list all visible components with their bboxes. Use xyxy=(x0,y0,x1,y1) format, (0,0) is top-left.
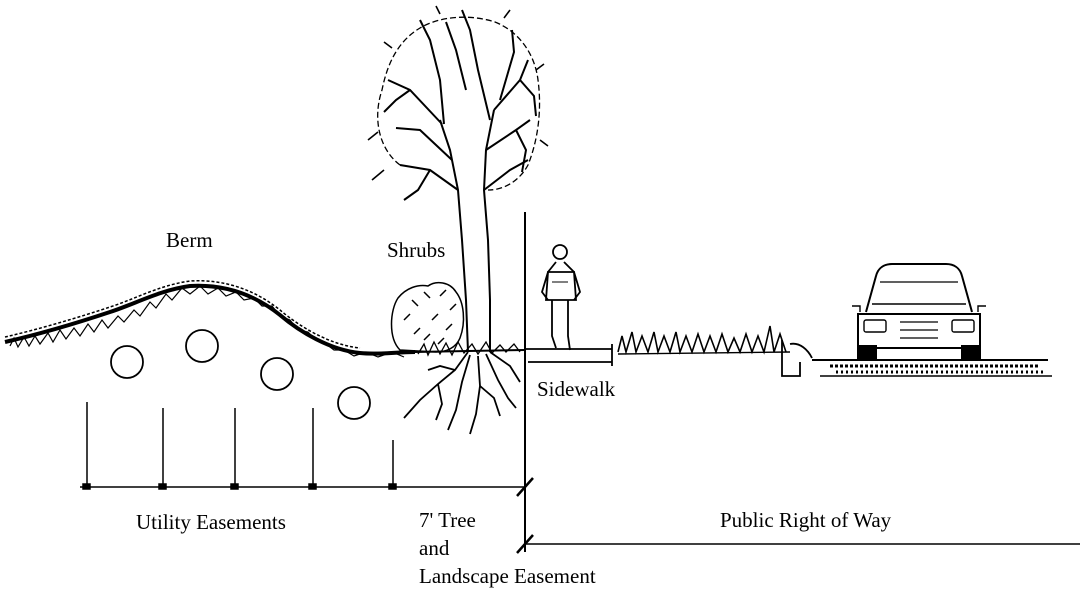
shrubs-label: Shrubs xyxy=(387,238,446,262)
utility-easements-label: Utility Easements xyxy=(136,510,286,534)
public-right-of-way-label: Public Right of Way xyxy=(720,508,892,532)
utility-pipe xyxy=(110,345,144,379)
car xyxy=(852,263,986,361)
sidewalk-label: Sidewalk xyxy=(537,377,616,401)
tree-easement-label-line1: 7' Tree xyxy=(419,508,476,532)
tree-easement-label-line3: Landscape Easement xyxy=(419,564,596,588)
sidewalk xyxy=(525,344,613,366)
grass-strip xyxy=(617,325,791,356)
tree xyxy=(367,5,549,353)
utility-easement-dimension xyxy=(80,402,525,490)
curb-and-street xyxy=(781,340,1052,377)
shrub xyxy=(390,281,465,353)
pedestrian xyxy=(541,244,581,351)
ground-line xyxy=(359,340,526,357)
tree-easement-label-line2: and xyxy=(419,536,450,560)
utility-pipe xyxy=(185,329,219,363)
utility-pipes xyxy=(110,329,371,420)
berm-label: Berm xyxy=(166,228,213,252)
utility-pipe xyxy=(260,357,294,391)
tree-roots xyxy=(403,351,521,435)
easement-boundary xyxy=(516,212,1080,554)
utility-pipe xyxy=(337,386,371,420)
